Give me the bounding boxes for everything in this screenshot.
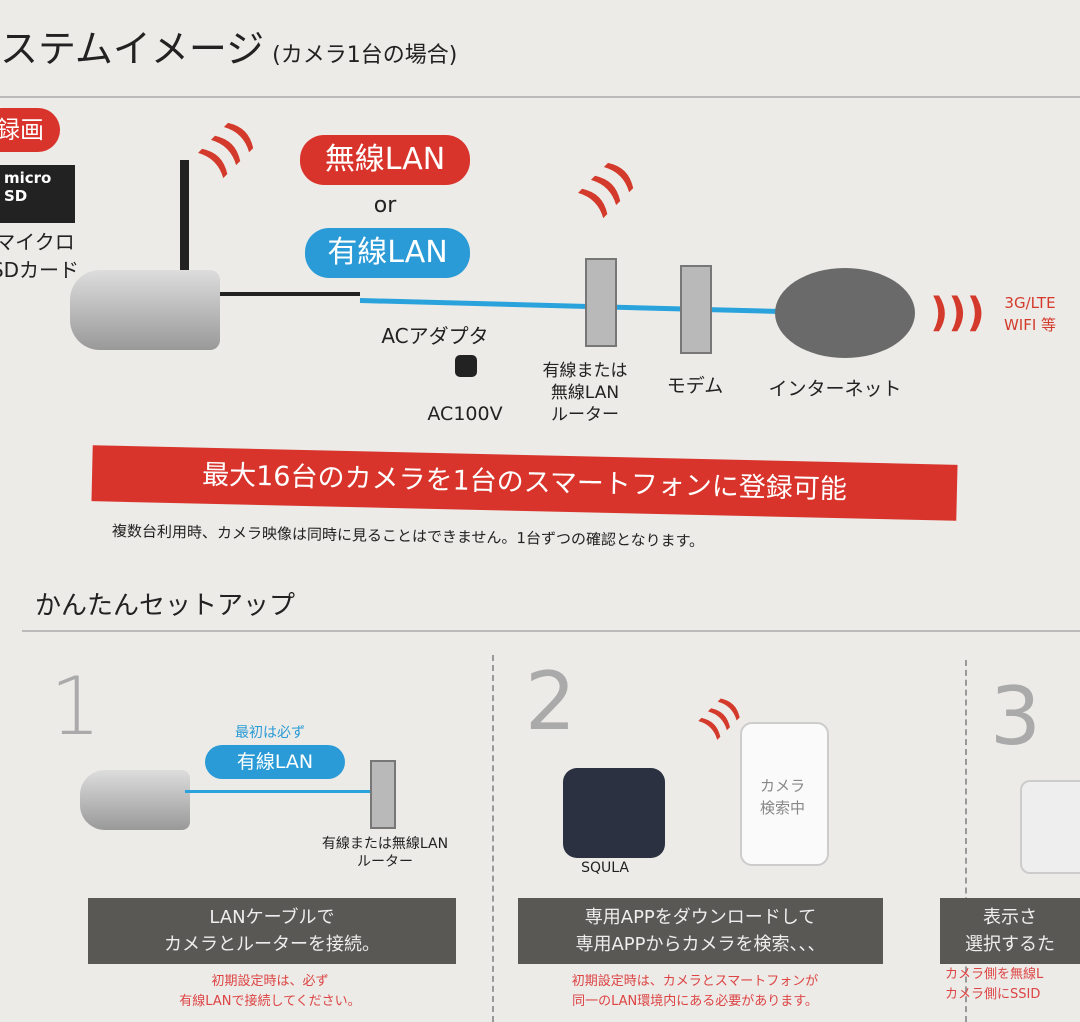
setup-title: かんたんセットアップ [35,591,296,621]
setup-divider [22,630,1080,632]
phone-icon [740,722,829,866]
mobile-wifi-icon: ))) [930,290,985,336]
squla-app-icon [563,768,665,858]
wired-lan-badge: 有線LAN [305,228,470,278]
step2-number: 2 [525,655,576,748]
step1-cable [185,790,370,793]
sd-card-icon: micro SD [0,165,75,223]
divider [0,96,1080,98]
camera-cable [220,292,360,296]
record-badge: 録画 [0,108,60,152]
step2-instruction: 専用APPをダウンロードして 専用APPからカメラを検索、、、 [518,898,883,964]
section-title: ステムイメージ (カメラ1台の場合) [0,18,457,73]
step3-phone-icon [1020,780,1080,874]
step-divider [492,655,494,1022]
mobile-label: 3G/LTE WIFI 等 [1003,294,1057,334]
step1-router-label: 有線または無線LAN ルーター [321,836,449,870]
modem-icon [680,265,712,354]
title: ステムイメージ [0,27,265,71]
lan-cable [359,298,780,314]
wireless-lan-badge: 無線LAN [300,135,470,185]
step3-instruction: 表示さ 選択するた [940,898,1080,964]
step1-router-icon [370,760,396,829]
step1-note: 初期設定時は、必ず 有線LANで接続してください。 [179,974,361,1009]
ac-adapter-icon [455,355,477,377]
step1-badge-top: 最初は必ず [235,725,305,741]
step2-note: 初期設定時は、カメラとスマートフォンが 同一のLAN環境内にある必要があります。 [571,974,819,1009]
router-label: 有線または 無線LAN ルーター [542,361,628,425]
internet-label: インターネット [768,378,902,400]
step3-note: カメラ側を無線L カメラ側にSSID [945,967,1044,1002]
router-wifi-icon: ))) [571,152,644,224]
subtitle: (カメラ1台の場合) [272,43,458,68]
ac100v-label: AC100V [427,403,503,425]
router-icon [585,258,617,347]
step1-instruction: LANケーブルで カメラとルーターを接続。 [88,898,456,964]
step1-wired-badge: 有線LAN [205,745,345,779]
or-label: or [373,193,397,218]
step1-camera-icon [80,770,190,830]
cloud-icon [775,268,915,358]
step3-number: 3 [990,670,1041,763]
ac-adapter-label: ACアダプタ [381,324,489,348]
camera-icon [70,270,220,350]
step1-number: 1 [50,660,101,753]
banner-note: 複数台利用時、カメラ映像は同時に見ることはできません。1台ずつの確認となります。 [111,522,705,551]
sd-label: マイクロ SDカード [0,230,80,282]
antenna-icon [180,160,189,270]
sd-card-text: micro SD [4,169,52,205]
step-divider [965,660,967,1022]
squla-app-label: SQULA [581,860,629,876]
phone-screen-text: カメラ 検索中 [759,777,805,817]
banner: 最大16台のカメラを1台のスマートフォンに登録可能 [91,445,958,521]
wifi-icon: ))) [191,112,264,184]
modem-label: モデム [666,375,724,397]
